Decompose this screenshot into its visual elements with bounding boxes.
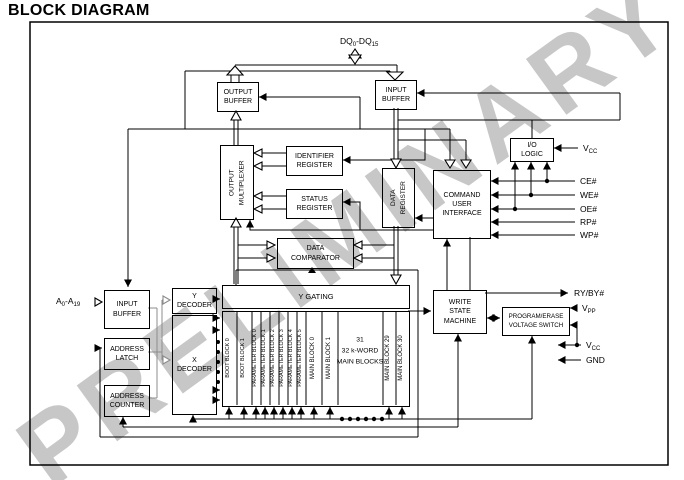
y-decoder-label: Y DECODER <box>176 292 212 309</box>
dq-bus-label: DQ0-DQ15 <box>340 36 379 48</box>
main-blocks-center-label: 31 32 k-WORD MAIN BLOCKS <box>336 336 384 366</box>
y-decoder-box: Y DECODER <box>172 288 217 314</box>
array-column-label: PARAMETER BLOCK 5 <box>297 329 303 387</box>
io-logic-label: I/O LOGIC <box>521 141 543 158</box>
oe-pin-label: OE# <box>580 204 598 214</box>
status-register-label: STATUS REGISTER <box>296 195 333 212</box>
program-erase-voltage-switch-label: PROGRAM/ERASE VOLTAGE SWITCH <box>508 313 564 329</box>
write-state-machine-label: WRITE STATE MACHINE <box>443 299 477 325</box>
address-input-buffer-box: INPUT BUFFER <box>104 290 150 329</box>
data-comparator-box: DATA COMPARATOR <box>277 238 354 269</box>
address-bus-label: A0-A19 <box>56 296 81 308</box>
command-user-interface-box: COMMAND USER INTERFACE <box>433 170 491 239</box>
rp-pin-label: RP# <box>580 217 597 227</box>
output-multiplexer-box: OUTPUT MULTIPLEXER <box>220 145 254 220</box>
identifier-register-label: IDENTIFIER REGISTER <box>295 152 334 169</box>
ce-pin-label: CE# <box>580 176 597 186</box>
array-column-label: MAIN BLOCK 30 <box>398 335 404 381</box>
address-latch-box: ADDRESS LATCH <box>104 338 150 370</box>
array-column-label: BOOT BLOCK 1 <box>240 338 246 378</box>
wp-pin-label: WP# <box>580 230 599 240</box>
address-counter-label: ADDRESS COUNTER <box>109 392 145 409</box>
array-column-label: BOOT BLOCK 0 <box>225 338 231 378</box>
address-counter-box: ADDRESS COUNTER <box>104 385 150 417</box>
y-gating-box: Y GATING <box>222 285 410 309</box>
output-buffer-box: OUTPUT BUFFER <box>217 82 259 112</box>
vpp-pin-label: VPP <box>582 303 596 315</box>
io-logic-box: I/O LOGIC <box>510 138 554 162</box>
data-comparator-label: DATA COMPARATOR <box>290 245 340 262</box>
command-user-interface-label: COMMAND USER INTERFACE <box>442 191 482 218</box>
page-title: BLOCK DIAGRAM <box>8 2 150 19</box>
identifier-register-box: IDENTIFIER REGISTER <box>286 146 343 176</box>
input-buffer-label: INPUT BUFFER <box>382 86 410 103</box>
array-column-label: PARAMETER BLOCK 3 <box>279 329 285 387</box>
output-buffer-label: OUTPUT BUFFER <box>223 88 253 105</box>
x-decoder-label: X DECODER <box>176 356 212 373</box>
program-erase-voltage-switch-box: PROGRAM/ERASE VOLTAGE SWITCH <box>502 307 570 336</box>
vcc-pin-label: VCC <box>586 340 601 352</box>
ryby-pin-label: RY/BY# <box>574 288 605 298</box>
output-multiplexer-label: OUTPUT MULTIPLEXER <box>228 160 246 205</box>
input-buffer-box: INPUT BUFFER <box>375 80 417 110</box>
data-register-box: DATA REGISTER <box>382 168 415 228</box>
array-column-label: PARAMETER BLOCK 0 <box>252 329 258 387</box>
array-column-label: MAIN BLOCK 0 <box>310 337 316 380</box>
memory-array-box <box>222 311 410 407</box>
status-register-box: STATUS REGISTER <box>286 189 343 219</box>
vcc-io-pin-label: VCC <box>583 143 598 155</box>
address-latch-label: ADDRESS LATCH <box>110 345 144 362</box>
data-register-label: DATA REGISTER <box>389 181 407 215</box>
write-state-machine-box: WRITE STATE MACHINE <box>433 290 487 334</box>
array-column-label: MAIN BLOCK 1 <box>326 337 332 380</box>
we-pin-label: WE# <box>580 190 599 200</box>
array-column-label: PARAMETER BLOCK 1 <box>261 329 267 387</box>
x-decoder-box: X DECODER <box>172 315 217 415</box>
gnd-pin-label: GND <box>586 355 605 365</box>
y-gating-label: Y GATING <box>298 292 334 302</box>
array-column-label: PARAMETER BLOCK 2 <box>270 329 276 387</box>
array-column-label: PARAMETER BLOCK 4 <box>288 329 294 387</box>
address-input-buffer-label: INPUT BUFFER <box>113 301 141 318</box>
array-column-label: MAIN BLOCK 29 <box>385 335 391 381</box>
